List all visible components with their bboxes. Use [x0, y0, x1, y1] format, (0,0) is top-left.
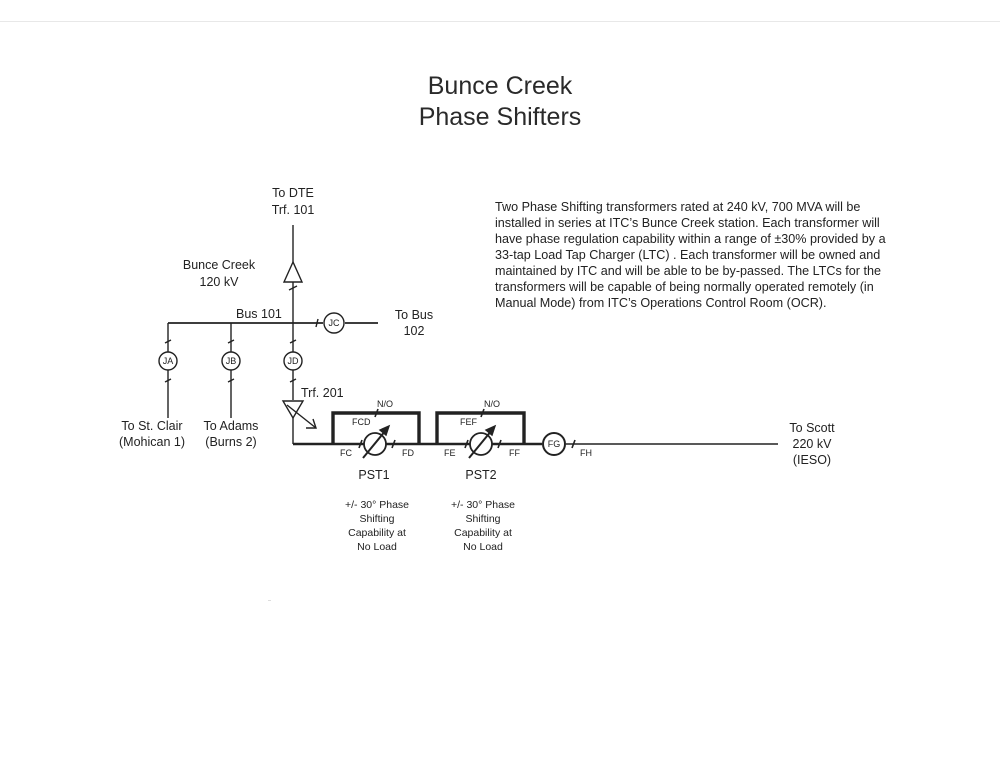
label-to-scott: To Scott	[789, 421, 835, 435]
switch-fef-label: FEF	[460, 417, 478, 427]
switch-no1-label: N/O	[377, 399, 393, 409]
pst1-arrow	[362, 429, 387, 459]
switch-ff-label: FF	[509, 448, 520, 458]
caption-pst2-line-4: No Load	[463, 541, 503, 553]
breaker-jc	[323, 312, 345, 334]
pst1-arrowhead	[378, 424, 391, 437]
switch-fd-label: FD	[402, 448, 414, 458]
fd-tick	[391, 439, 396, 449]
label-to-adams: To Adams	[204, 419, 259, 433]
label-to-dte: To DTE	[272, 186, 314, 200]
breaker-fg-label: FG	[548, 439, 561, 449]
caption-pst1-line-3: Capability at	[348, 527, 406, 539]
label-ieso: (IESO)	[793, 453, 831, 467]
label-120kv: 120 kV	[200, 275, 240, 289]
pst1-no-tick	[374, 408, 379, 418]
breaker-ja	[158, 351, 178, 371]
trf201-arrow	[286, 404, 317, 429]
jd-tick-bottom	[289, 378, 297, 383]
caption-pst2-line-3: Capability at	[454, 527, 512, 539]
label-trf101: Trf. 101	[272, 203, 315, 217]
top-rule	[0, 21, 1000, 22]
trf201-arrowhead	[306, 418, 317, 429]
label-burns: (Burns 2)	[205, 435, 256, 449]
breaker-jd-label: JD	[288, 356, 300, 366]
label-220kv: 220 kV	[793, 437, 833, 451]
switch-fe-label: FE	[444, 448, 456, 458]
breaker-jd	[283, 351, 303, 371]
jd-tick-top	[289, 339, 297, 344]
page-title-line-2: Phase Shifters	[418, 103, 582, 131]
caption-pst1-line-2: Shifting	[359, 513, 394, 525]
pst2-bypass	[435, 411, 526, 444]
switch-fcd-label: FCD	[352, 417, 371, 427]
ja-tick-bottom	[164, 378, 172, 383]
fe-tick	[464, 439, 469, 449]
description-text: Two Phase Shifting transformers rated at…	[495, 200, 886, 310]
switch-no2-label: N/O	[484, 399, 500, 409]
fc-tick	[358, 439, 363, 449]
breaker-ja-label: JA	[163, 356, 174, 366]
pst2-arrowhead	[484, 424, 497, 437]
label-bunce-creek: Bunce Creek	[183, 258, 256, 272]
caption-pst1-line-4: No Load	[357, 541, 397, 553]
caption-pst2-line-2: Shifting	[465, 513, 500, 525]
label-to-st-clair: To St. Clair	[121, 419, 182, 433]
label-to-bus: To Bus	[395, 308, 433, 322]
switch-fc-label: FC	[340, 448, 352, 458]
page-title-line-1: Bunce Creek	[427, 72, 573, 100]
scan-speck	[268, 600, 271, 601]
switch-fh-label: FH	[580, 448, 592, 458]
jc-tick	[315, 318, 319, 328]
trf101-symbol	[282, 260, 304, 283]
ff-tick	[497, 439, 502, 449]
trf201-symbol	[281, 400, 305, 420]
label-bus102: 102	[404, 324, 425, 338]
label-pst1: PST1	[358, 468, 389, 482]
caption-pst1-line-1: +/- 30° Phase	[345, 499, 409, 511]
breaker-jc-label: JC	[329, 318, 341, 328]
label-bus101: Bus 101	[236, 307, 282, 321]
pst2-no-tick	[480, 408, 485, 418]
fh-tick	[571, 439, 576, 449]
ja-tick-top	[164, 339, 172, 344]
label-trf201: Trf. 201	[301, 386, 344, 400]
trf101-tick	[288, 285, 298, 291]
jb-tick-top	[227, 339, 235, 344]
breaker-jb-label: JB	[226, 356, 237, 366]
label-pst2: PST2	[465, 468, 496, 482]
caption-pst2-line-1: +/- 30° Phase	[451, 499, 515, 511]
label-mohican: (Mohican 1)	[119, 435, 185, 449]
breaker-fg	[542, 432, 566, 456]
pst2-arrow	[468, 429, 493, 459]
jb-tick-bottom	[227, 378, 235, 383]
breaker-jb	[221, 351, 241, 371]
